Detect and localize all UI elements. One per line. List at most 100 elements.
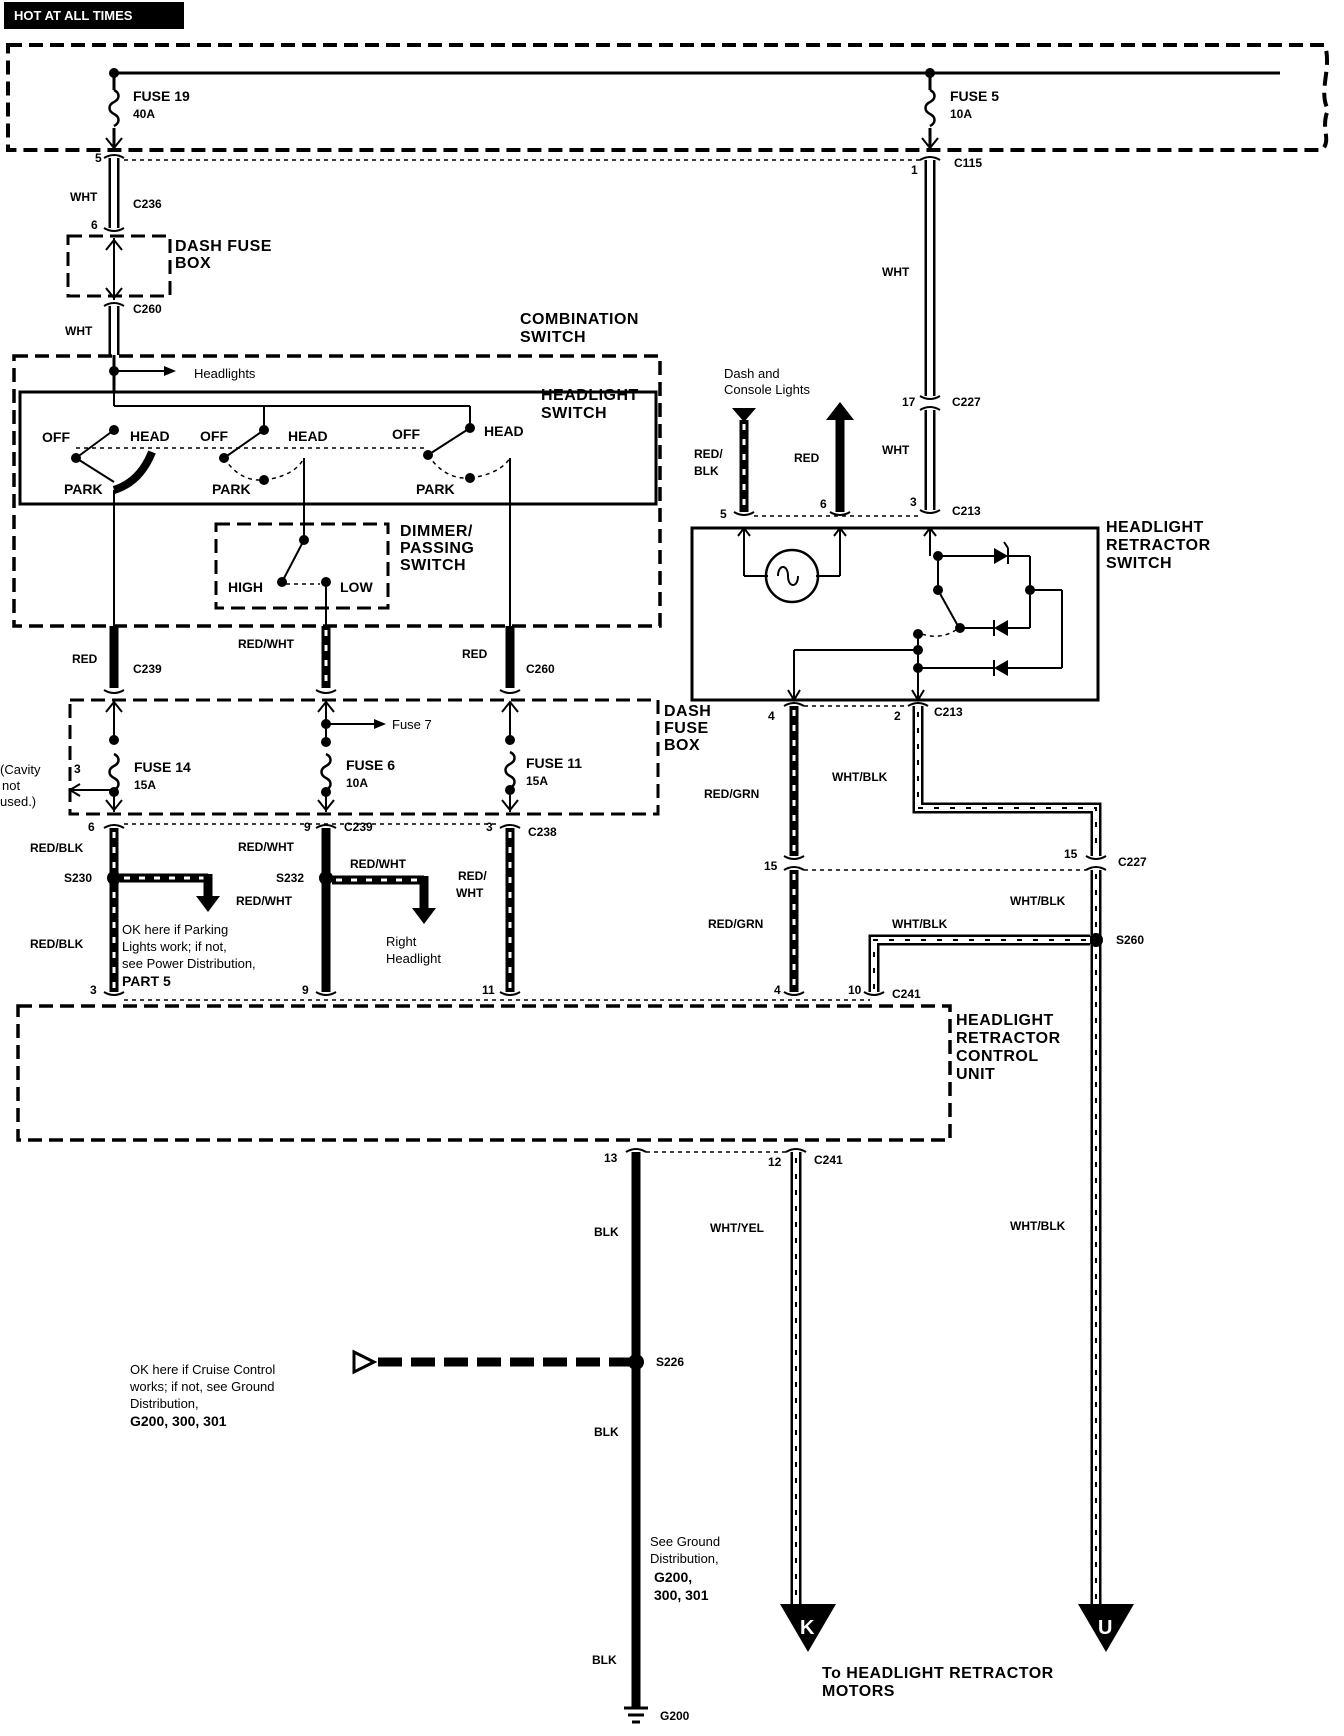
see-ground-2: Distribution, xyxy=(650,1551,719,1566)
pin-1: 1 xyxy=(911,163,918,177)
fuse-19: FUSE 19 40A xyxy=(105,73,190,150)
fuse-6-rating: 10A xyxy=(346,776,368,790)
connector-ref-u: U xyxy=(1098,1617,1112,1639)
wire-whtblk-3: WHT/BLK xyxy=(892,917,948,931)
dash-fuse-box-mid-2: FUSE xyxy=(664,720,709,737)
fuse-11-name: FUSE 11 xyxy=(526,755,582,771)
dash-console-note-2: Console Lights xyxy=(724,382,810,397)
left-feed-wire: 5 WHT C236 6 DASH FUSE BOX C260 WHT xyxy=(65,151,272,355)
cruise-note-1: OK here if Cruise Control xyxy=(130,1362,275,1377)
fuse-7-ref: Fuse 7 xyxy=(392,717,432,732)
right-headlight-1: Right xyxy=(386,934,417,949)
retractor-outputs: 4 2 C213 RED/GRN 15 RED/GRN 4 WHT/BLK 15… xyxy=(704,702,1147,1652)
wire-blk-1: BLK xyxy=(594,1225,619,1239)
wire-wht-2: WHT xyxy=(65,324,93,338)
parking-note-4: PART 5 xyxy=(122,973,171,989)
dimmer-label-2: PASSING xyxy=(400,540,474,557)
dash-fuse-box-top-1: DASH FUSE xyxy=(175,238,272,255)
wire-red-2: RED xyxy=(462,647,488,661)
wire-redgrn-1: RED/GRN xyxy=(704,787,759,801)
headlight-switch-label-2: SWITCH xyxy=(541,405,607,422)
headlight-switch-label-1: HEADLIGHT xyxy=(541,387,639,404)
connector-c239b: C239 xyxy=(344,820,373,834)
parking-note-3: see Power Distribution, xyxy=(122,956,256,971)
pin-12: 12 xyxy=(768,1155,782,1169)
pin-6c: 6 xyxy=(88,820,95,834)
switch1-off: OFF xyxy=(42,429,70,445)
wire-whtblk-1: WHT/BLK xyxy=(832,770,888,784)
header-title: HOT AT ALL TIMES xyxy=(14,8,133,23)
underhood-fuse-box xyxy=(6,43,1331,152)
switch3-off: OFF xyxy=(392,426,420,442)
pin-3b: 3 xyxy=(486,820,493,834)
wire-redgrn-2: RED/GRN xyxy=(708,917,763,931)
pin-6a: 6 xyxy=(91,218,98,232)
pin-5a: 5 xyxy=(95,151,102,165)
wire-wht-3: WHT xyxy=(882,265,910,279)
wire-redwht-5a: RED/ xyxy=(458,869,487,883)
wire-red-1: RED xyxy=(72,652,98,666)
dimmer-label-1: DIMMER/ xyxy=(400,523,473,540)
retractor-switch: HEADLIGHT RETRACTOR SWITCH xyxy=(690,519,1211,702)
wire-whtblk-4: WHT/BLK xyxy=(1010,1219,1066,1233)
dimmer-label-3: SWITCH xyxy=(400,557,466,574)
connector-ref-k: K xyxy=(800,1617,815,1639)
pin-3a: 3 xyxy=(910,495,917,509)
wire-redblk-3b: BLK xyxy=(694,464,719,478)
cavity-note-1: (Cavity xyxy=(0,762,41,777)
wire-redwht-2: RED/WHT xyxy=(238,840,295,854)
retractor-switch-label-2: RETRACTOR xyxy=(1106,537,1211,554)
combination-switch-label-2: SWITCH xyxy=(520,329,586,346)
connector-c241a: C241 xyxy=(892,987,921,1001)
wire-redwht-3: RED/WHT xyxy=(350,857,407,871)
splice-s230: S230 xyxy=(64,871,92,885)
wire-whtyel-1: WHT/YEL xyxy=(710,1221,764,1235)
wire-blk-2: BLK xyxy=(594,1425,619,1439)
wire-red-3: RED xyxy=(794,451,820,465)
dashbox-to-control-wires: 6 9 C239 3 C238 RED/BLK RED/WHT S230 OK … xyxy=(30,820,870,1001)
combination-switch-label-1: COMBINATION xyxy=(520,311,639,328)
parking-note-1: OK here if Parking xyxy=(122,922,228,937)
dimmer-high: HIGH xyxy=(228,579,263,595)
pin-4a: 4 xyxy=(768,709,775,723)
see-ground-4: 300, 301 xyxy=(654,1587,709,1603)
pin-9b: 9 xyxy=(302,983,309,997)
fuse-5-name: FUSE 5 xyxy=(950,88,999,104)
pin-9a: 9 xyxy=(304,820,311,834)
dash-fuse-box-mid: DASH FUSE BOX FUSE 14 15A 3 (Cavity not … xyxy=(0,698,711,816)
dash-console-note-1: Dash and xyxy=(724,366,780,381)
header-badge: HOT AT ALL TIMES xyxy=(4,2,184,29)
see-ground-3: G200, xyxy=(654,1569,692,1585)
wire-blk-3: BLK xyxy=(592,1653,617,1667)
to-motors-1: To HEADLIGHT RETRACTOR xyxy=(822,1665,1054,1682)
wire-redwht-5b: WHT xyxy=(456,886,484,900)
connector-c239a: C239 xyxy=(133,662,162,676)
wire-wht-4: WHT xyxy=(882,443,910,457)
control-unit-label-3: CONTROL xyxy=(956,1048,1039,1065)
dash-fuse-box-mid-3: BOX xyxy=(664,737,700,754)
wire-redblk-1: RED/BLK xyxy=(30,841,84,855)
wire-redwht-1: RED/WHT xyxy=(238,637,295,651)
right-headlight-2: Headlight xyxy=(386,951,441,966)
see-ground-1: See Ground xyxy=(650,1534,720,1549)
dash-fuse-box-mid-1: DASH xyxy=(664,703,711,720)
switch2-park: PARK xyxy=(212,481,251,497)
pin-5b: 5 xyxy=(720,507,727,521)
dash-console-wires: Dash and Console Lights RED/ BLK RED 5 6 xyxy=(694,366,920,521)
cruise-note-2: works; if not, see Ground xyxy=(129,1379,275,1394)
pin-15a: 15 xyxy=(764,859,778,873)
pin-3c: 3 xyxy=(90,983,97,997)
connector-c115: C115 xyxy=(954,156,982,170)
combination-switch: COMBINATION SWITCH Headlights HEADLIGHT … xyxy=(12,311,662,628)
fuse-5: FUSE 5 10A xyxy=(921,73,999,150)
control-unit: HEADLIGHT RETRACTOR CONTROL UNIT xyxy=(16,1004,1060,1142)
to-motors-2: MOTORS xyxy=(822,1683,895,1700)
wire-whtblk-2: WHT/BLK xyxy=(1010,894,1066,908)
ground-g200: G200 xyxy=(660,1709,690,1723)
switch1-head: HEAD xyxy=(130,428,170,444)
connector-c241b: C241 xyxy=(814,1153,843,1167)
fuse-14-rating: 15A xyxy=(134,778,156,792)
control-unit-label-1: HEADLIGHT xyxy=(956,1012,1054,1029)
cruise-note-4: G200, 300, 301 xyxy=(130,1413,227,1429)
